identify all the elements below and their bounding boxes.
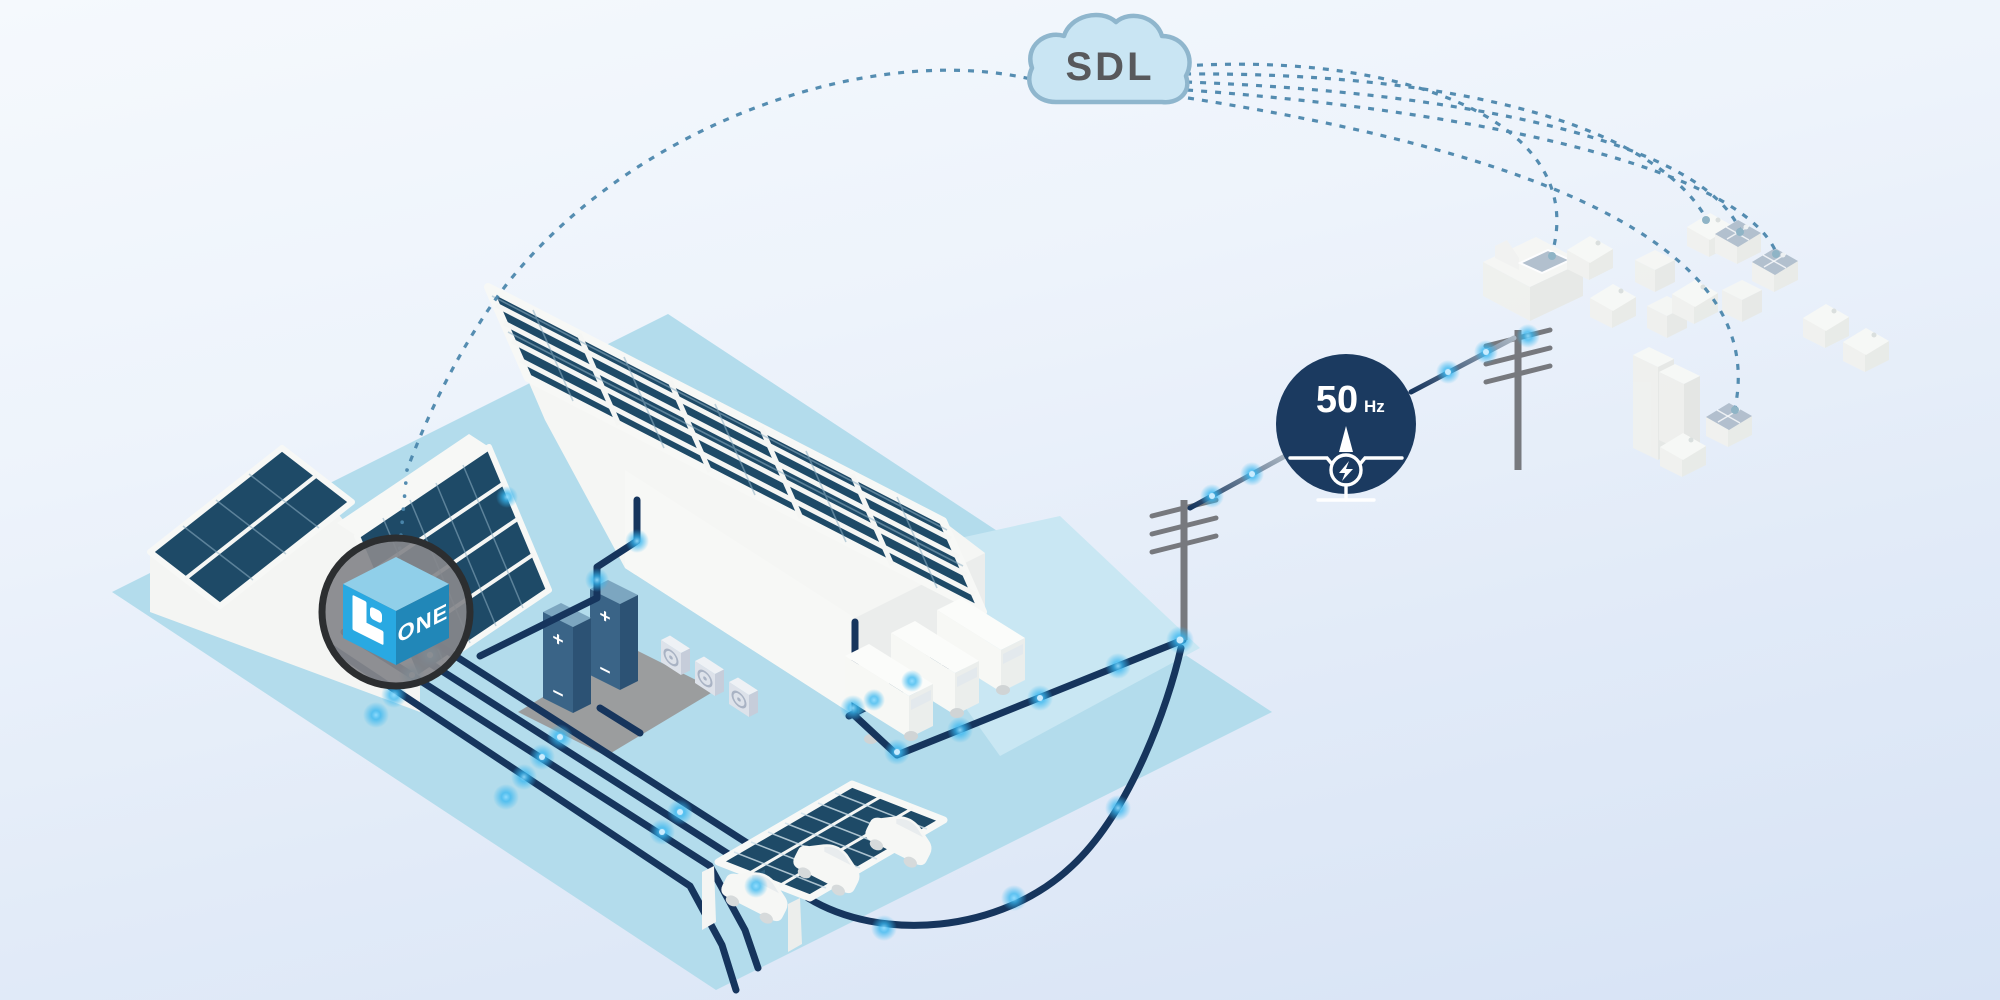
warehouse-solar-roof — [484, 283, 987, 616]
solar-house-icon — [1705, 402, 1753, 448]
annex-solar-roof-left — [147, 445, 355, 609]
dotted-link — [397, 468, 409, 558]
one-gateway-badge: ONE — [318, 534, 474, 690]
frequency-value: 50 — [1316, 379, 1358, 421]
frequency-unit: Hz — [1364, 397, 1385, 416]
frequency-badge: 50 Hz — [1276, 354, 1416, 502]
brand-logo-icon — [352, 595, 384, 645]
balance-scale-icon — [1288, 426, 1404, 502]
dashed-link — [1184, 72, 1708, 219]
tower-building — [1633, 347, 1700, 460]
cloud-icon — [1027, 12, 1192, 105]
dashed-link — [1182, 62, 1559, 255]
cloud-label: SDL — [1066, 45, 1155, 89]
annex-roof-ridge — [337, 434, 489, 536]
house-icon — [1843, 328, 1889, 372]
overhead-line — [1408, 335, 1517, 395]
house-icon — [1722, 280, 1762, 322]
dashed-link — [1187, 96, 1740, 409]
dashed-link — [1185, 80, 1742, 231]
factory-building — [1483, 237, 1583, 321]
solar-carport — [702, 780, 948, 952]
district-houses — [1483, 213, 1889, 477]
cloud-links — [397, 62, 1778, 558]
lightning-icon — [1339, 461, 1353, 481]
dashed-link — [405, 68, 1044, 471]
sdl-cloud: SDL — [1027, 12, 1192, 105]
link-endpoints — [1548, 216, 1780, 414]
house-icon — [1635, 250, 1675, 292]
house-icon — [1803, 304, 1849, 348]
house-icon — [1590, 284, 1636, 328]
